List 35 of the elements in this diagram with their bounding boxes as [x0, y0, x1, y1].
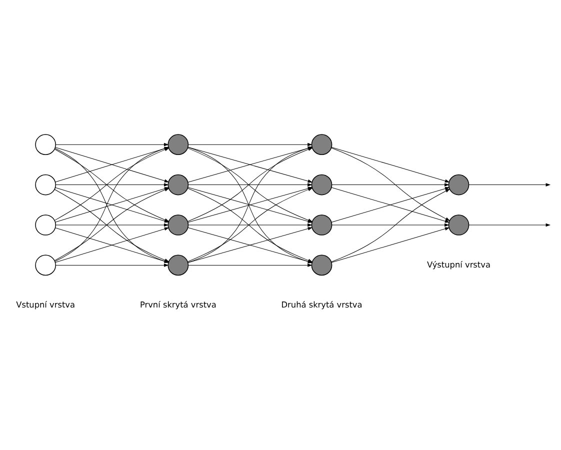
- node-circle: [168, 254, 189, 276]
- arrow: [55, 223, 169, 227]
- arrow: [55, 183, 169, 186]
- arrow: [188, 223, 312, 227]
- node-circle: [311, 214, 332, 236]
- arrow: [468, 183, 551, 186]
- arrow: [331, 227, 450, 263]
- node-circle: [35, 254, 56, 276]
- arrow: [188, 264, 312, 267]
- node-circle: [35, 134, 56, 155]
- arrow: [331, 187, 450, 223]
- node-circle: [168, 134, 189, 155]
- node-circle: [448, 174, 470, 196]
- arrow: [332, 183, 450, 186]
- node-circle: [168, 174, 189, 196]
- node-circle: [311, 134, 332, 155]
- label: Výstupní vrstva: [427, 259, 490, 270]
- node-circle: [448, 214, 470, 236]
- arrow: [188, 142, 312, 146]
- label: Vstupní vrstva: [16, 300, 76, 310]
- arrow: [331, 147, 450, 183]
- arrow: [188, 183, 312, 186]
- node-circle: [311, 254, 332, 276]
- arrow: [55, 142, 169, 146]
- arrow: [331, 188, 450, 262]
- node-circle: [35, 214, 56, 236]
- node-circle: [311, 174, 332, 196]
- label: Druhá skrytá vrstva: [281, 300, 362, 310]
- arrow: [468, 223, 551, 227]
- arrow: [55, 264, 169, 267]
- arrow: [332, 223, 450, 227]
- node-circle: [168, 214, 189, 236]
- arrow: [331, 148, 450, 222]
- label: První skrytá vrstva: [140, 300, 216, 310]
- node-circle: [35, 174, 56, 196]
